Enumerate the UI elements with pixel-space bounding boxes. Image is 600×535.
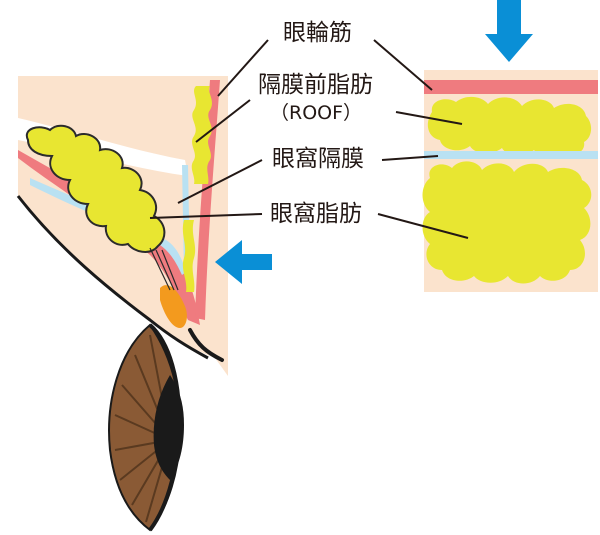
levator-fat-strip — [182, 220, 196, 292]
detail-septum-layer — [424, 151, 598, 159]
leader-roof-right — [395, 111, 463, 125]
eyeball-outline — [148, 323, 182, 532]
orbital-fat-left — [25, 124, 166, 253]
eyelash — [188, 328, 224, 362]
leader-orbicularis — [217, 39, 269, 97]
down-arrow-icon — [485, 0, 533, 62]
leader-septum-right — [381, 155, 439, 161]
eye-space — [18, 196, 228, 376]
leader-orbicularis-right — [373, 39, 433, 91]
eyelid-contour — [16, 195, 209, 360]
eyelid-cross-section — [18, 76, 228, 376]
iris-streaks — [114, 334, 171, 523]
orbicularis-muscle — [18, 150, 200, 325]
label-orbicularis: 眼輪筋 — [283, 20, 352, 46]
label-roof: 隔膜前脂肪 — [258, 72, 373, 98]
label-orbital-fat: 眼窩脂肪 — [270, 201, 362, 227]
label-septum: 眼窩隔膜 — [272, 146, 364, 172]
orbital-septum — [30, 178, 186, 275]
leader-roof — [195, 99, 251, 143]
left-arrow-icon — [215, 240, 272, 284]
levator-fibers — [149, 247, 179, 291]
detail-roof-fat — [427, 96, 592, 158]
tarsal-plate — [160, 285, 187, 328]
leader-septum — [177, 159, 263, 204]
layer-detail-box — [422, 70, 598, 292]
leader-orbital-fat-right — [377, 213, 469, 239]
detail-orbital-fat — [422, 161, 592, 284]
detail-muscle-layer — [424, 80, 598, 94]
roof-fat-left — [191, 86, 212, 184]
leader-orbital-fat — [149, 213, 263, 219]
leader-lines — [149, 39, 469, 239]
label-roof-abbr: （ROOF） — [270, 102, 363, 124]
eyeball — [108, 323, 184, 532]
orbicularis-muscle-vertical — [195, 80, 220, 320]
